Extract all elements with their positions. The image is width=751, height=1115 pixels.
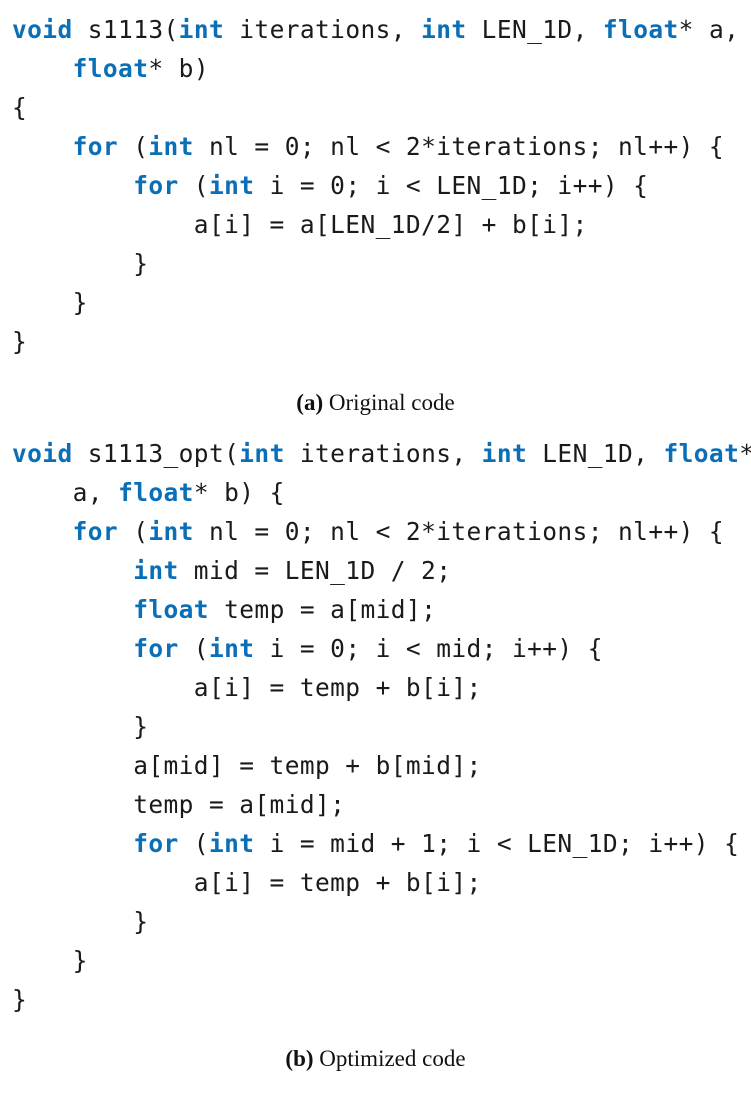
code-line: for (int nl = 0; nl < 2*iterations; nl++… — [12, 512, 751, 551]
code-token — [12, 517, 73, 546]
code-token: i = 0; i < mid; i++) { — [254, 634, 603, 663]
code-line: a[mid] = temp + b[mid]; — [12, 746, 751, 785]
code-token — [12, 556, 133, 585]
keyword-token: float — [72, 54, 149, 83]
code-token: ( — [178, 829, 209, 858]
keyword-token: for — [72, 517, 119, 546]
caption-original-code: (a) Original code — [0, 390, 751, 416]
code-token: LEN_1D, — [466, 15, 603, 44]
code-line: a[i] = a[LEN_1D/2] + b[i]; — [12, 205, 739, 244]
code-token: } — [12, 907, 149, 936]
code-token — [12, 829, 133, 858]
code-token — [12, 132, 73, 161]
code-token — [12, 595, 133, 624]
code-token: } — [12, 985, 28, 1014]
code-token: temp = a[mid]; — [12, 790, 346, 819]
code-line: a[i] = temp + b[i]; — [12, 863, 751, 902]
code-token: nl = 0; nl < 2*iterations; nl++) { — [193, 517, 725, 546]
code-line: } — [12, 707, 751, 746]
keyword-token: int — [148, 517, 194, 546]
code-listing-original: void s1113(int iterations, int LEN_1D, f… — [12, 10, 739, 361]
code-token — [12, 634, 133, 663]
keyword-token: int — [239, 439, 285, 468]
keyword-token: float — [602, 15, 679, 44]
code-line: int mid = LEN_1D / 2; — [12, 551, 751, 590]
code-token: s1113_opt( — [72, 439, 240, 468]
code-token: } — [12, 327, 28, 356]
code-line: float* b) — [12, 49, 739, 88]
caption-text: Optimized code — [313, 1046, 466, 1071]
keyword-token: float — [133, 595, 209, 624]
caption-label: (a) — [296, 390, 324, 415]
keyword-token: int — [208, 634, 255, 663]
code-token: * b) { — [193, 478, 285, 507]
code-line: float temp = a[mid]; — [12, 590, 751, 629]
code-line: } — [12, 980, 751, 1019]
code-token: s1113( — [72, 15, 179, 44]
keyword-token: float — [663, 439, 740, 468]
code-line: a[i] = temp + b[i]; — [12, 668, 751, 707]
code-token: ( — [178, 634, 209, 663]
keyword-token: int — [148, 132, 194, 161]
code-token: i = mid + 1; i < LEN_1D; i++) { — [254, 829, 740, 858]
keyword-token: float — [118, 478, 194, 507]
code-line: } — [12, 283, 739, 322]
keyword-token: for — [72, 132, 119, 161]
code-token: a[i] = temp + b[i]; — [12, 673, 482, 702]
code-token: iterations, — [224, 15, 422, 44]
caption-optimized-code: (b) Optimized code — [0, 1046, 751, 1072]
code-line: for (int i = 0; i < LEN_1D; i++) { — [12, 166, 739, 205]
code-listing-optimized: void s1113_opt(int iterations, int LEN_1… — [12, 434, 751, 1019]
code-token: ( — [118, 132, 149, 161]
code-token: a[i] = a[LEN_1D/2] + b[i]; — [12, 210, 588, 239]
keyword-token: for — [133, 171, 179, 200]
keyword-token: int — [208, 171, 255, 200]
code-token — [12, 54, 73, 83]
code-line: } — [12, 941, 751, 980]
keyword-token: int — [481, 439, 528, 468]
code-line: { — [12, 88, 739, 127]
code-line: temp = a[mid]; — [12, 785, 751, 824]
keyword-token: int — [421, 15, 467, 44]
code-line: a, float* b) { — [12, 473, 751, 512]
code-line: void s1113_opt(int iterations, int LEN_1… — [12, 434, 751, 473]
keyword-token: void — [12, 15, 73, 44]
code-line: } — [12, 322, 739, 361]
caption-label: (b) — [285, 1046, 314, 1071]
code-token: } — [12, 712, 149, 741]
code-token: * b) — [148, 54, 209, 83]
code-token: } — [12, 288, 88, 317]
code-token: mid = LEN_1D / 2; — [178, 556, 452, 585]
keyword-token: for — [133, 634, 179, 663]
code-line: for (int i = mid + 1; i < LEN_1D; i++) { — [12, 824, 751, 863]
code-token: a[mid] = temp + b[mid]; — [12, 751, 482, 780]
code-token: temp = a[mid]; — [208, 595, 437, 624]
keyword-token: void — [12, 439, 73, 468]
keyword-token: for — [133, 829, 179, 858]
code-token: LEN_1D, — [527, 439, 664, 468]
code-token: i = 0; i < LEN_1D; i++) { — [254, 171, 649, 200]
code-token: } — [12, 249, 149, 278]
code-token: nl = 0; nl < 2*iterations; nl++) { — [193, 132, 725, 161]
code-token: } — [12, 946, 88, 975]
code-token: a[i] = temp + b[i]; — [12, 868, 482, 897]
code-token: a, — [12, 478, 119, 507]
code-token: { — [12, 93, 28, 122]
code-line: for (int i = 0; i < mid; i++) { — [12, 629, 751, 668]
keyword-token: int — [208, 829, 255, 858]
code-token: iterations, — [284, 439, 482, 468]
code-line: } — [12, 902, 751, 941]
code-token — [12, 171, 133, 200]
code-line: } — [12, 244, 739, 283]
code-token: ( — [118, 517, 149, 546]
code-line: void s1113(int iterations, int LEN_1D, f… — [12, 10, 739, 49]
code-line: for (int nl = 0; nl < 2*iterations; nl++… — [12, 127, 739, 166]
code-token: ( — [178, 171, 209, 200]
keyword-token: int — [133, 556, 179, 585]
code-token: * — [739, 439, 751, 468]
keyword-token: int — [178, 15, 225, 44]
code-token: * a, — [678, 15, 740, 44]
caption-text: Original code — [323, 390, 455, 415]
